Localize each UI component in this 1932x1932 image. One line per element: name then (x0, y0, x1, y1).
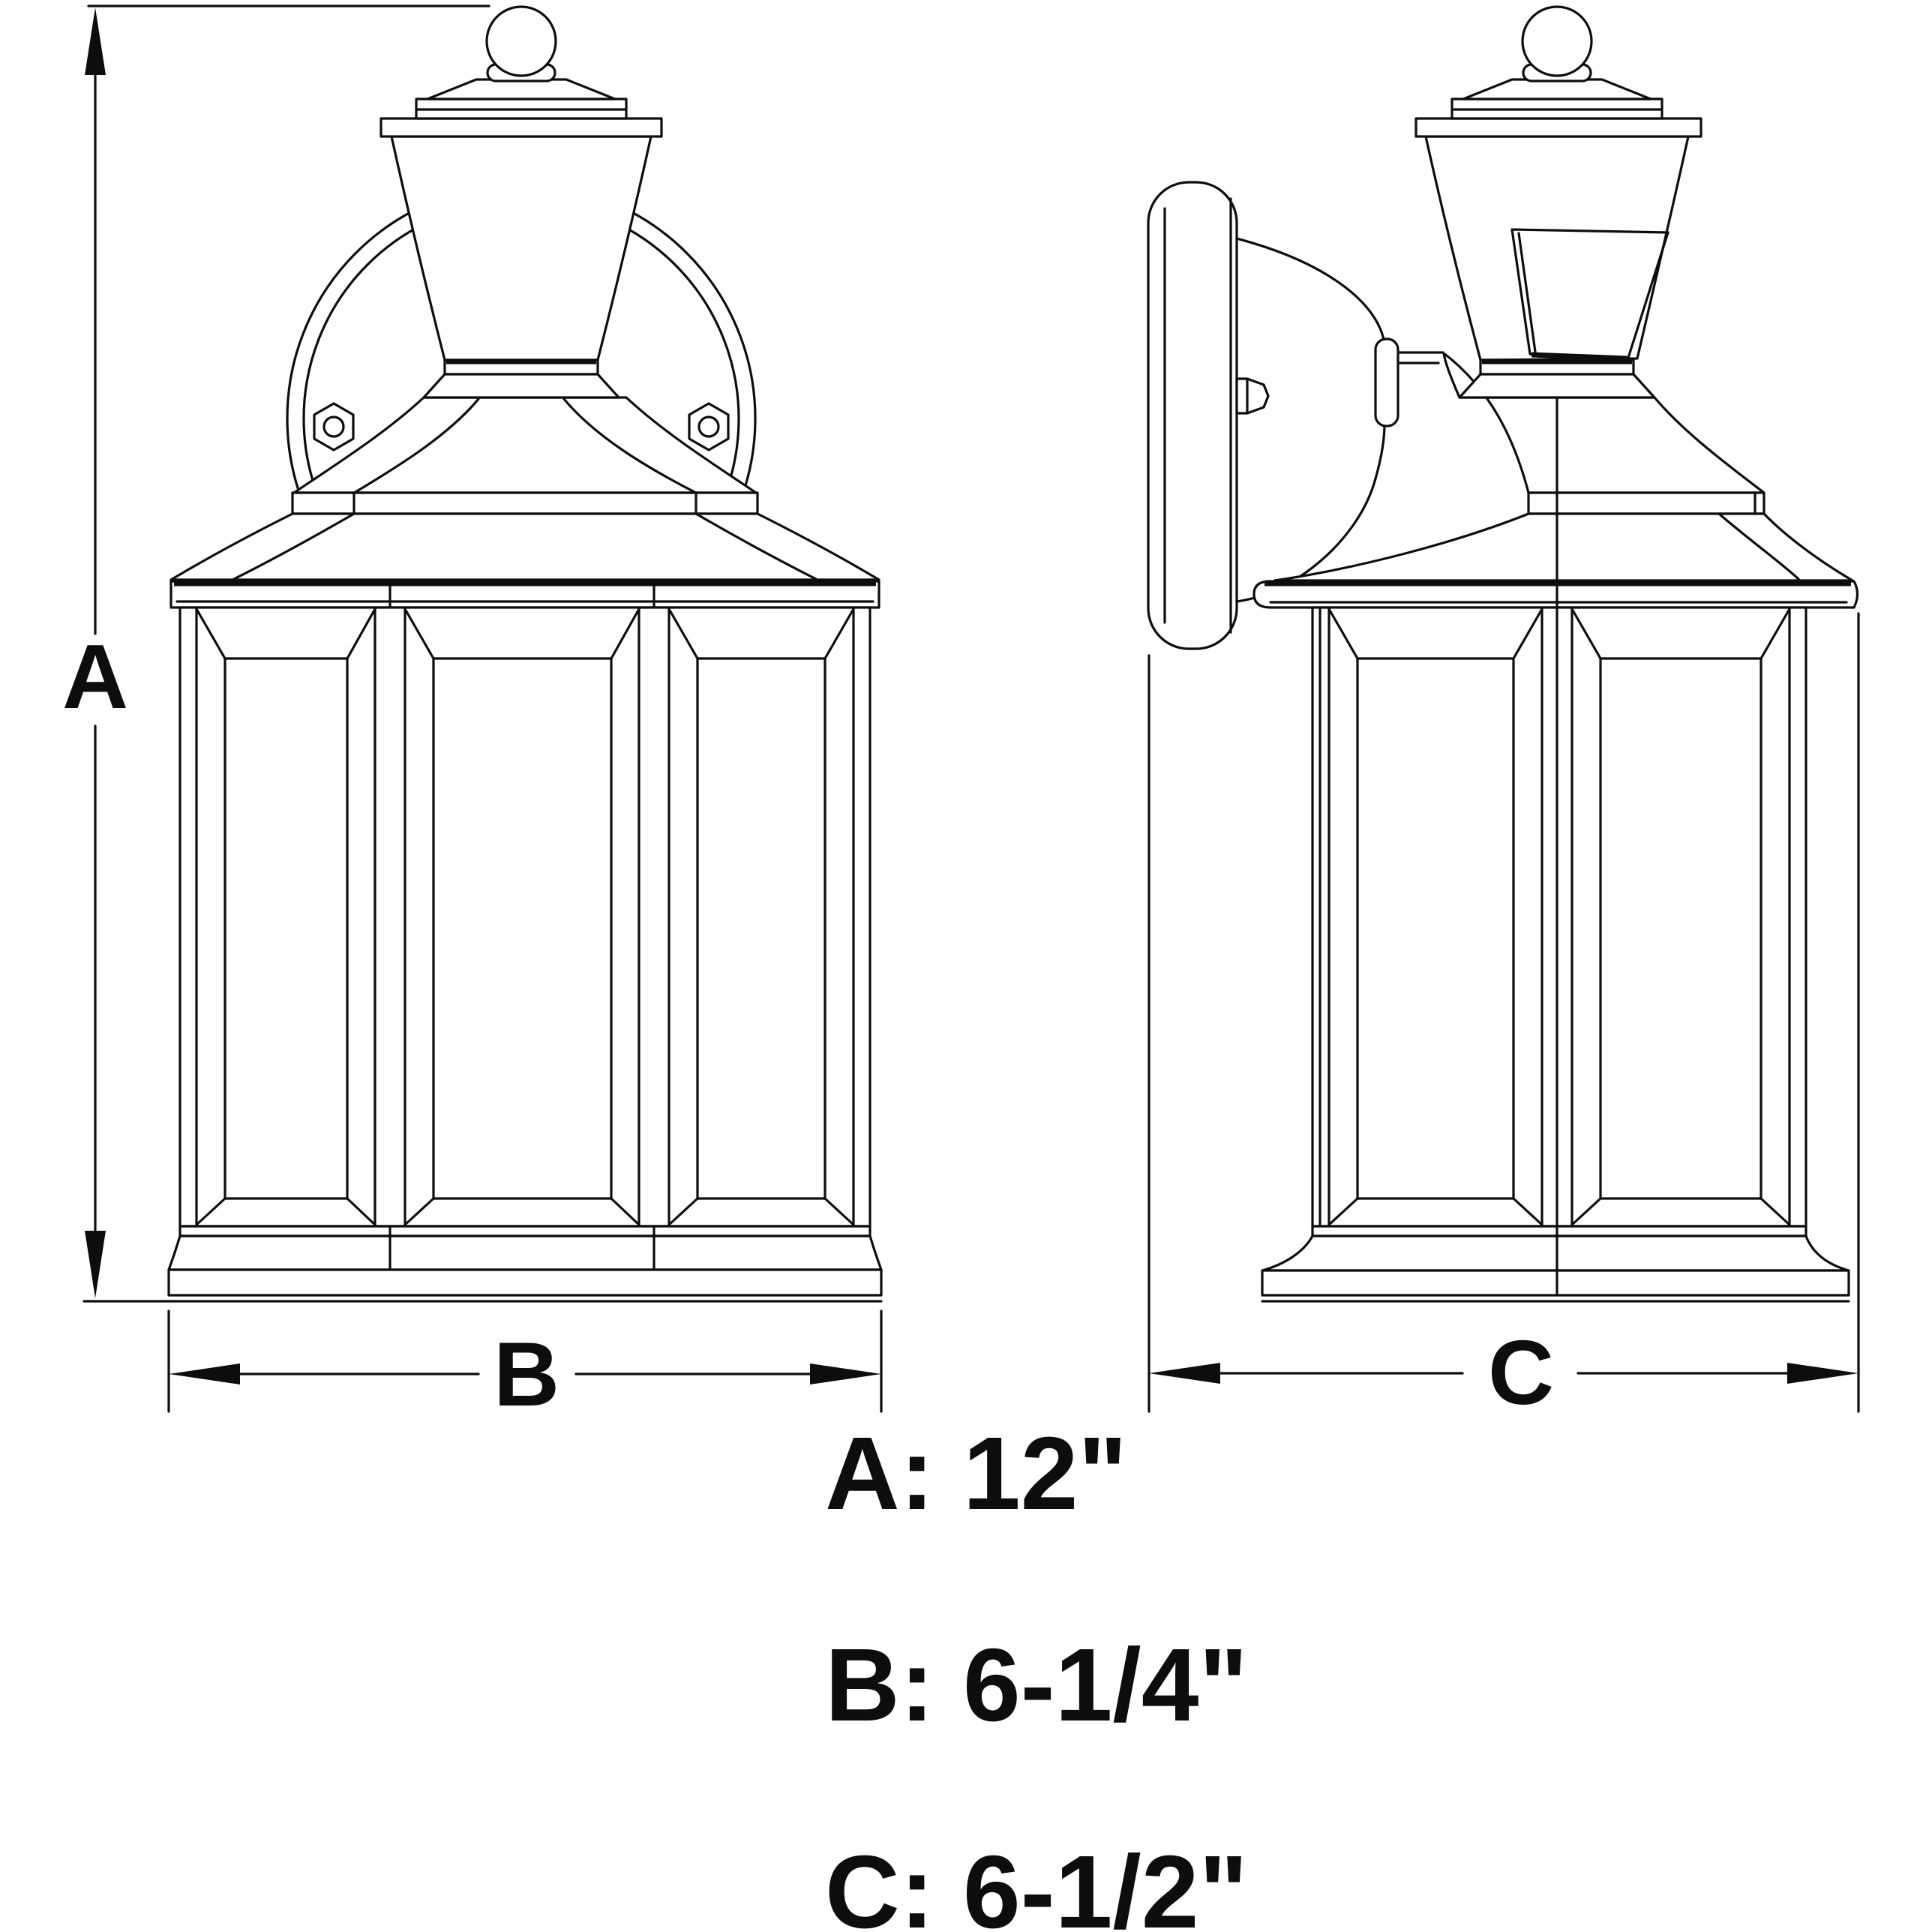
sensor-window (1510, 228, 1670, 359)
roof-skirt-ridge-left (232, 512, 356, 580)
body-panels (195, 608, 855, 1226)
side-view (1147, 5, 1859, 1303)
sensor-window-inner-edge (1517, 232, 1537, 353)
roof-skirt-ridge-right (694, 512, 818, 580)
spec-labels: A: 12" B: 6-1/4" C: 6-1/2" (825, 1416, 1248, 1932)
roof-band (291, 491, 759, 515)
dim-a-arrow-down (85, 1231, 106, 1298)
cap-brim-side (1414, 117, 1702, 138)
base-plinth-side (1261, 1269, 1850, 1297)
bell-roof-ridge-right (562, 398, 696, 494)
wall-plate (1147, 181, 1238, 650)
base-flare-side (1261, 1234, 1850, 1272)
hex-bolt-right (688, 402, 730, 452)
spec-c: C: 6-1/2" (825, 1834, 1248, 1932)
cornice-side (1252, 580, 1859, 609)
dimension-b: B (167, 1310, 883, 1425)
cap-dome-side (1462, 78, 1652, 100)
finial-ball (485, 5, 557, 77)
cap-dome (426, 78, 616, 100)
arm-upper-curve (1235, 237, 1386, 345)
dim-c-letter: C (1488, 1322, 1554, 1424)
finial-cap-side (1414, 5, 1702, 399)
side-hex-bolt (1235, 377, 1270, 415)
arm-shelf-lines (1396, 351, 1444, 364)
front-view (167, 5, 883, 1297)
roof-band-side (1527, 491, 1766, 515)
urn-body-side (1424, 135, 1690, 362)
roof-skirt (170, 512, 880, 581)
spec-a: A: 12" (825, 1416, 1127, 1532)
roof-skirt-side (1274, 512, 1854, 582)
cornice-seams (388, 582, 656, 608)
base-band-side (1311, 1225, 1808, 1238)
finial-ball-side (1521, 5, 1593, 77)
lantern-body (178, 606, 872, 1228)
hex-bolt-left-center (322, 416, 345, 438)
hex-bolt-right-center (698, 416, 720, 438)
dim-c-extensions (1148, 612, 1860, 1413)
base-plinth (167, 1268, 883, 1297)
dim-c-arrow-right (1787, 1363, 1858, 1384)
lantern-base (167, 1225, 883, 1297)
hex-bolt-left (313, 402, 355, 452)
urn-neck-collar-side (1458, 373, 1656, 399)
mounting-arm (1235, 237, 1400, 603)
body-panels-side (1318, 606, 1791, 1228)
lantern-body-side (1311, 606, 1808, 1228)
sensor-window-bottom-edge (1531, 352, 1628, 362)
dim-b-letter: B (494, 1323, 560, 1425)
urn-body (390, 135, 652, 362)
dim-a-letter: A (62, 626, 128, 728)
arm-throat-collar (1374, 338, 1400, 428)
cap-brim (380, 117, 663, 138)
bell-roof-side (1442, 352, 1766, 494)
urn-neck-collar (422, 373, 620, 399)
dimension-a: A (62, 4, 883, 1303)
dim-b-arrow-right (810, 1364, 881, 1384)
roof-skirt-side-ridge (1718, 512, 1800, 580)
finial-cap (380, 5, 663, 399)
dim-a-arrow-up (85, 8, 106, 75)
base-band (178, 1225, 872, 1238)
dim-c-arrow-left (1149, 1363, 1220, 1384)
bell-roof-ridge-left (354, 398, 480, 494)
spec-b: B: 6-1/4" (825, 1628, 1248, 1743)
lantern-base-side (1261, 1225, 1850, 1303)
bell-roof (292, 396, 758, 494)
base-flare (167, 1234, 883, 1271)
base-seams (388, 1226, 656, 1270)
dim-b-extensions (167, 1310, 883, 1413)
dim-b-arrow-left (169, 1364, 240, 1384)
dimension-c: C (1148, 612, 1860, 1424)
